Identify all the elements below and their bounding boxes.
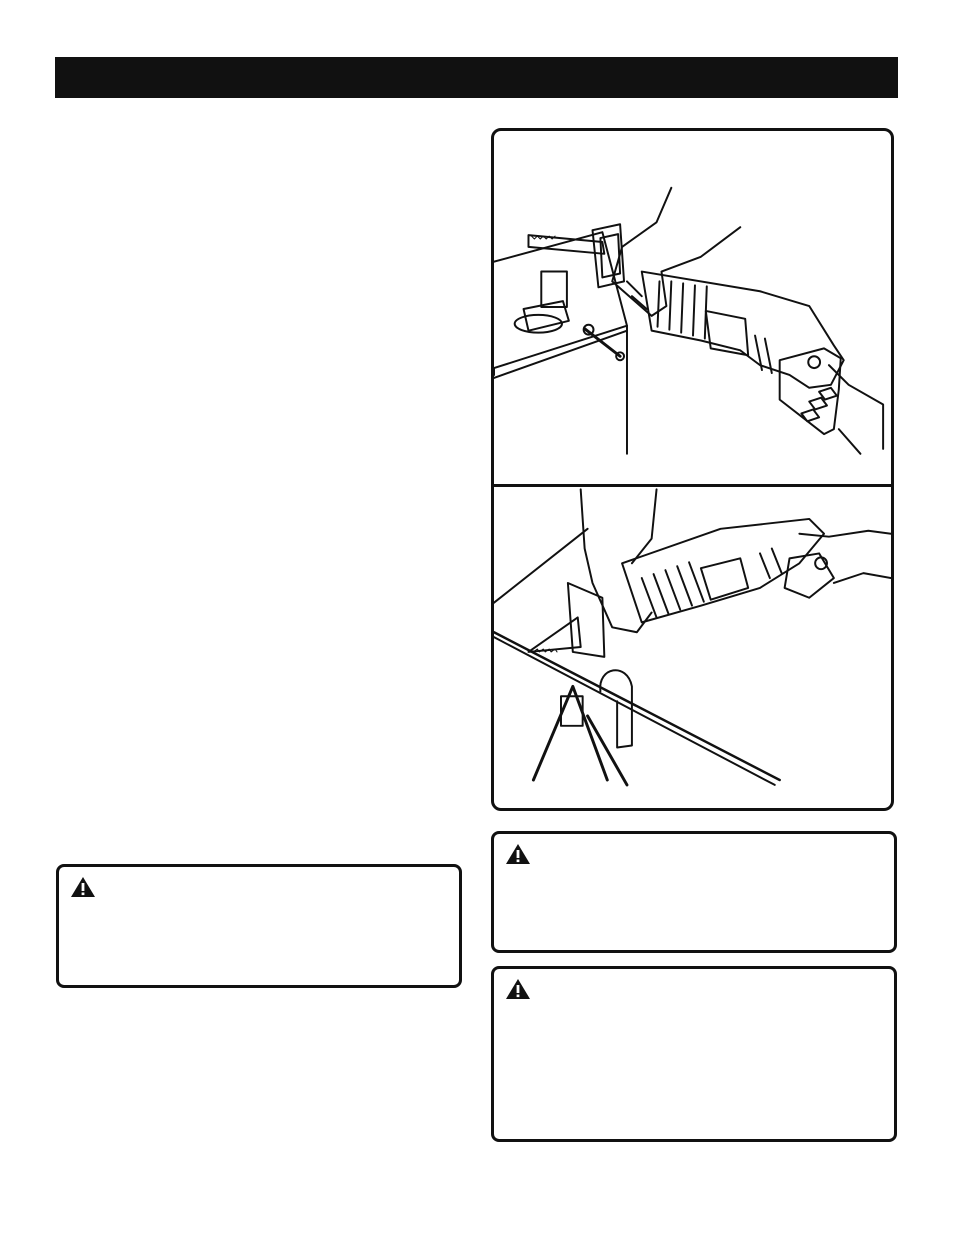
warning-triangle-icon (506, 979, 530, 999)
vise-cut-illustration (494, 186, 885, 455)
figure-panel (491, 128, 894, 811)
warning-triangle-icon (506, 844, 530, 864)
warning-box-right-bottom (491, 966, 897, 1142)
warning-box-left (56, 864, 462, 988)
sawhorse-plunge-cut-illustration (494, 488, 891, 787)
warning-box-right-top (491, 831, 897, 953)
section-header-bar (55, 57, 898, 98)
warning-triangle-icon (71, 877, 95, 897)
figure-divider (494, 484, 891, 487)
